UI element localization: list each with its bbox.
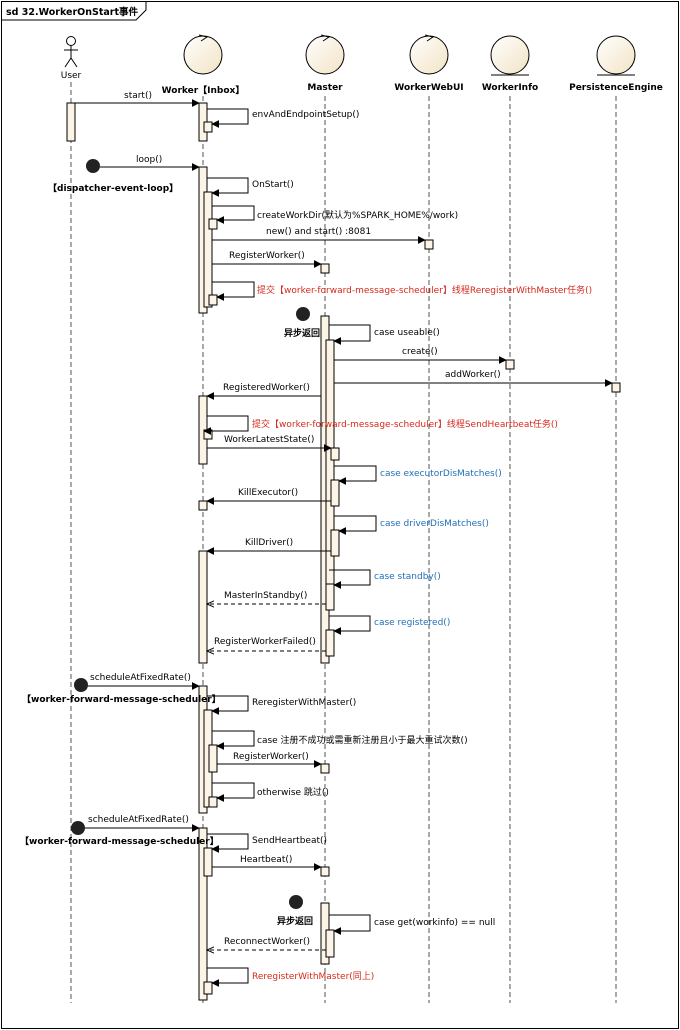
message-label: Heartbeat() [240, 855, 293, 865]
message-label: start() [124, 91, 152, 101]
message-label: scheduleAtFixedRate() [90, 673, 191, 683]
message-label: WorkerLatestState() [224, 435, 315, 445]
participant-workerinfo: WorkerInfo [481, 83, 539, 93]
message-label: envAndEndpointSetup() [252, 110, 360, 120]
thread-label-scheduler: 【worker-forward-message-scheduler】 [20, 837, 219, 847]
message-label: 提交【worker-forward-message-scheduler】线程Se… [252, 420, 558, 430]
message-label: KillDriver() [245, 538, 294, 548]
message-label: RegisteredWorker() [223, 383, 310, 393]
message-label: ReregisterWithMaster(同上) [252, 972, 375, 982]
message-label: case useable() [374, 328, 440, 338]
message-label: create() [402, 347, 438, 357]
thread-label-dispatcher: 【dispatcher-event-loop】 [48, 184, 179, 194]
message-label: RegisterWorkerFailed() [214, 637, 316, 647]
message-arrows [75, 99, 613, 987]
actor-icon [64, 36, 78, 68]
message-label: MasterInStandby() [224, 591, 308, 601]
message-label: KillExecutor() [238, 488, 299, 498]
participant-worker: Worker【Inbox】 [161, 86, 245, 96]
message-label: case get(workinfo) == null [374, 918, 496, 928]
control-icon [183, 34, 223, 75]
diagram-title: sd 32.WorkerOnStart事件 [6, 7, 138, 18]
activation-bars [66, 102, 621, 1001]
message-label: ReconnectWorker() [224, 937, 310, 947]
message-label: scheduleAtFixedRate() [88, 815, 189, 825]
message-label: case executorDisMatches() [380, 469, 502, 479]
initial-node-icon [71, 159, 310, 909]
message-label: ReregisterWithMaster() [252, 698, 357, 708]
async-return-label: 异步返回 [277, 917, 314, 927]
participant-persistence-engine: PersistenceEngine [569, 83, 663, 93]
message-label: RegisterWorker() [233, 752, 309, 762]
message-label: otherwise 跳过() [257, 788, 329, 798]
message-label: OnStart() [252, 180, 294, 190]
control-icon [305, 34, 345, 75]
message-label: new() and start() :8081 [266, 227, 372, 237]
thread-label-scheduler: 【worker-forward-message-scheduler】 [22, 695, 221, 705]
message-label: case driverDisMatches() [380, 519, 489, 529]
control-icon [409, 34, 449, 75]
entity-icon [490, 35, 530, 76]
async-return-label: 异步返回 [284, 329, 321, 339]
frame-title-tab [1, 1, 147, 21]
participant-workerwebui: WorkerWebUI [394, 83, 464, 93]
participant-master: Master [307, 83, 343, 93]
return-arrows [207, 604, 326, 950]
message-label: case registered() [374, 618, 451, 628]
message-label: RegisterWorker() [229, 251, 305, 261]
message-label: addWorker() [445, 370, 501, 380]
message-label: SendHeartbeat() [252, 836, 328, 846]
message-label: loop() [136, 155, 163, 165]
entity-icon [596, 35, 636, 76]
message-label: case 注册不成功或需重新注册且小于最大重试次数() [257, 736, 468, 746]
message-label: case standby() [374, 572, 441, 582]
message-label: 提交【worker-forward-message-scheduler】线程Re… [257, 286, 593, 296]
message-label: createWorkDir(默认为%SPARK_HOME%/work) [257, 211, 459, 221]
participant-user: User [60, 71, 82, 81]
